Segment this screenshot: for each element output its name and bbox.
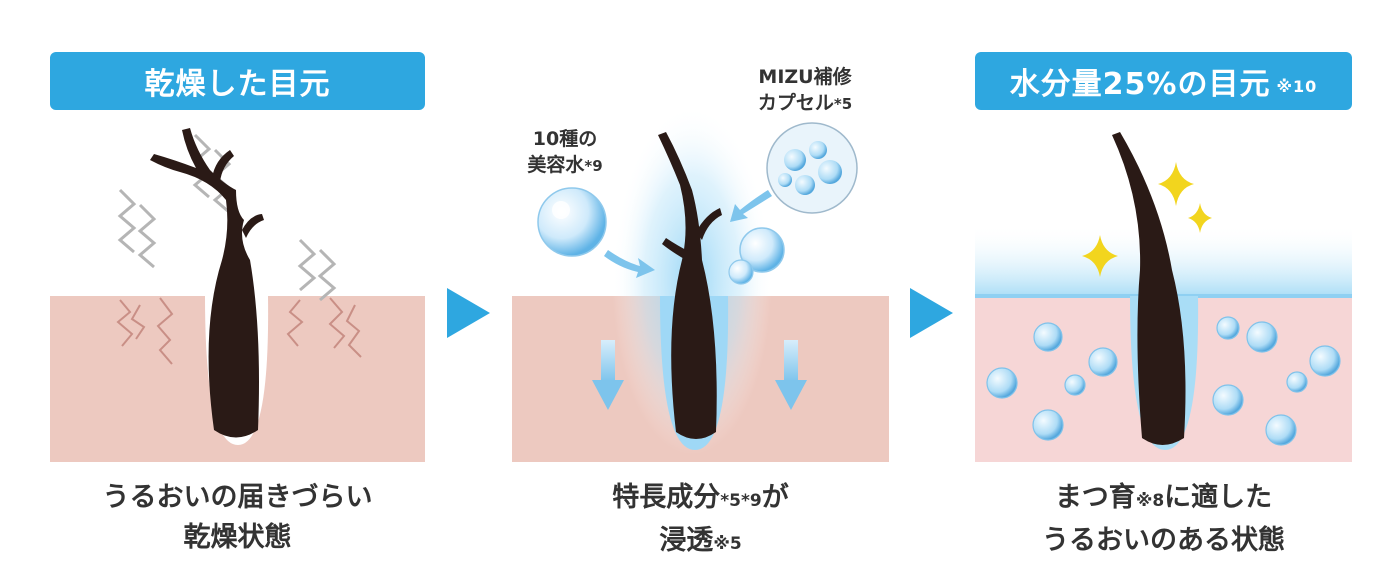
panel2-caption: 特長成分*5*9が 浸透※5 [512, 478, 889, 564]
panel3-caption-line2: うるおいのある状態 [1042, 525, 1285, 556]
capsule-label: MIZU補修 カプセル*5 [735, 64, 875, 117]
panel3-caption-line1a: まつ育 [1054, 482, 1136, 513]
panel1-caption-line2: 乾燥状態 [183, 522, 292, 553]
panel3-title-text: 水分量25%の目元 [1009, 67, 1271, 102]
panel3-title: 水分量25%の目元 ※10 [975, 52, 1352, 110]
beauty-water-label-line1: 10種の [532, 128, 598, 150]
panel2-caption-line2: 浸透 [659, 525, 714, 556]
arrow-right-1 [447, 288, 490, 338]
pointer-arrows [604, 190, 772, 278]
down-arrow-right [775, 340, 807, 410]
damaged-hair [150, 128, 264, 438]
panel2-caption-line1-end: が [761, 482, 789, 513]
beauty-water-bubble [537, 187, 607, 257]
capsule-label-line1: MIZU補修 [758, 66, 852, 88]
panel3-caption-line1b: に適した [1164, 482, 1273, 513]
beauty-water-note: *9 [584, 157, 603, 175]
panel3-caption-note: ※8 [1135, 491, 1165, 511]
capsule-note: *5 [833, 95, 853, 113]
beauty-water-label: 10種の 美容水*9 [505, 126, 625, 179]
moisture-droplets [986, 316, 1341, 446]
panel1-caption: うるおいの届きづらい 乾燥状態 [50, 478, 425, 558]
capsule-label-line2: カプセル [757, 92, 834, 114]
beauty-water-label-line2: 美容水 [527, 154, 585, 176]
panel3-title-note: ※10 [1276, 76, 1318, 96]
panel1-caption-line1: うるおいの届きづらい [102, 482, 373, 513]
dry-crack-lines [116, 297, 362, 365]
small-bubbles [728, 227, 785, 285]
healthy-hair [1112, 132, 1186, 445]
mizu-capsule [766, 122, 858, 214]
panel1-title-text: 乾燥した目元 [144, 67, 331, 102]
absorbing-hair [658, 132, 722, 439]
panel2-caption-note2: ※5 [713, 534, 742, 554]
panel3-caption: まつ育※8に適した うるおいのある状態 [975, 478, 1352, 561]
panel1-title: 乾燥した目元 [50, 52, 425, 110]
sparkles [1082, 162, 1212, 277]
panel2-caption-line1: 特長成分 [612, 482, 721, 513]
arrow-right-2 [910, 288, 953, 338]
panel2-caption-note1: *5*9 [720, 491, 762, 511]
down-arrow-left [592, 340, 624, 410]
